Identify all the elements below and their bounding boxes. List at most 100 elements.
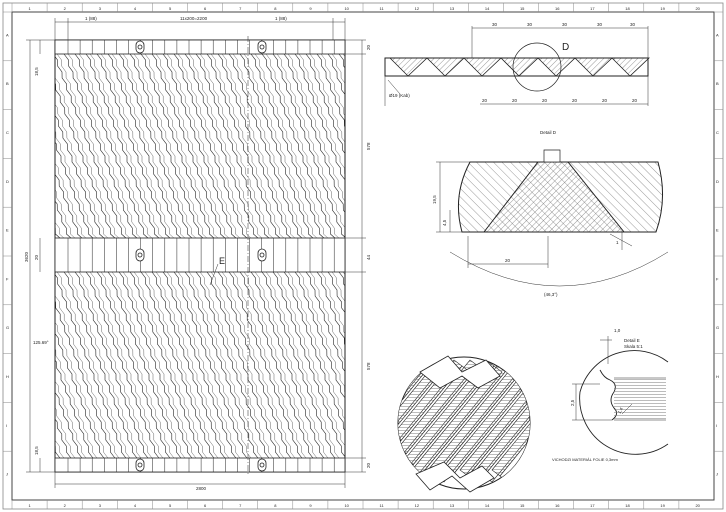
frame-label-top: 15 (520, 6, 525, 11)
frame-label-right: A (716, 32, 719, 37)
frame-label-top: 16 (555, 6, 560, 11)
plan-dim-left-mid: 20 (34, 254, 39, 260)
frame-label-top: 1 (29, 6, 32, 11)
plan-dim-left-total: 3620 (24, 251, 29, 262)
plan-wave-channels (55, 53, 345, 459)
detail-e-dim-top: 1,0 (614, 328, 621, 333)
frame-label-left: I (6, 423, 7, 428)
frame-label-top: 11 (380, 6, 385, 11)
detail-d-labels: Detail D 19,5 4,5 20 (46,3°) 1 (432, 130, 619, 297)
plan-holes (135, 40, 267, 472)
frame-label-right: F (716, 276, 719, 281)
plan-bottom-band (55, 457, 345, 472)
section-dim-top-5: 30 (630, 22, 636, 27)
section-diameter-label: Ø19 (Kab) (389, 93, 410, 98)
section-dim-top-3: 30 (562, 22, 568, 27)
frame-label-top: 18 (625, 6, 630, 11)
detail-d-title: Detail D (540, 130, 557, 135)
frame-label-right: H (716, 374, 719, 379)
frame-label-top: 9 (309, 6, 312, 11)
plan-dim-left-bottom: 18,5 (34, 446, 39, 455)
section-dim-bottom-2: 20 (512, 98, 518, 103)
section-dim-bottom-5: 20 (602, 98, 608, 103)
frame-label-left: E (6, 228, 9, 233)
frame-label-left: D (6, 179, 9, 184)
frame-label-top: 12 (415, 6, 420, 11)
section-labels: 30 30 30 30 30 20 20 20 20 20 20 Ø19 (Ka… (389, 22, 638, 103)
plan-dim-top-right: 1 (88) (275, 16, 287, 21)
frame-label-bottom: 7 (239, 503, 242, 508)
plan-dim-top-left: 1 (88) (85, 16, 97, 21)
detail-d-height: 19,5 (432, 195, 437, 204)
frame-label-bottom: 10 (344, 503, 349, 508)
frame-label-top: 17 (590, 6, 595, 11)
detail-d-circle (512, 42, 562, 92)
frame-label-top: 10 (344, 6, 349, 11)
frame-label-top: 20 (695, 6, 700, 11)
frame-label-bottom: 1 (29, 503, 32, 508)
frame-label-top: 3 (99, 6, 102, 11)
plan-dim-right-4: 578 (366, 362, 371, 370)
plan-dim-right-3: 44 (366, 254, 371, 260)
section-dim-bottom-6: 20 (632, 98, 638, 103)
detail-e-dim-side: 2,5 (570, 399, 575, 406)
frame-label-top: 19 (660, 6, 665, 11)
section-dim-top-2: 30 (527, 22, 533, 27)
frame-label-bottom: 11 (380, 503, 385, 508)
frame-label-left: C (6, 130, 9, 135)
frame-label-bottom: 17 (590, 503, 595, 508)
detail-e-title: Detail E (624, 338, 640, 343)
frame-label-bottom: 16 (555, 503, 560, 508)
plan-dim-right-1: 20 (366, 44, 371, 50)
frame-label-bottom: 3 (99, 503, 102, 508)
frame-label-top: 6 (204, 6, 207, 11)
detail-d-arc: (46,3°) (544, 292, 558, 297)
detail-e-labels: Detail E Skala 5:1 1,0 2,5 1,4 (570, 328, 643, 415)
plan-top-band (55, 40, 345, 55)
frame-label-bottom: 12 (415, 503, 420, 508)
frame-label-right: E (716, 228, 719, 233)
plan-dim-right-5: 20 (366, 462, 371, 468)
frame-label-top: 5 (169, 6, 172, 11)
plan-middle-band (55, 237, 345, 273)
frame-label-left: B (6, 81, 9, 86)
frame-label-top: 13 (450, 6, 455, 11)
detail-e-scale: Skala 5:1 (624, 344, 643, 349)
frame-label-bottom: 8 (274, 503, 277, 508)
section-callout-d: D (562, 42, 569, 53)
frame-label-bottom: 5 (169, 503, 172, 508)
frame-label-bottom: 18 (625, 503, 630, 508)
frame-label-left: A (6, 32, 9, 37)
section-dim-bottom-3: 20 (542, 98, 548, 103)
frame-label-bottom: 13 (450, 503, 455, 508)
frame-label-top: 2 (64, 6, 67, 11)
frame-label-left: F (6, 276, 9, 281)
iso-detail: VICHODZI MATERIÁL FOLIE 0,3mm (397, 355, 618, 493)
frame-label-bottom: 14 (485, 503, 490, 508)
section-dim-top-4: 30 (597, 22, 603, 27)
frame-label-top: 7 (239, 6, 242, 11)
plan-dim-top-mid: 11x200=2200 (180, 16, 208, 21)
frame-label-bottom: 20 (695, 503, 700, 508)
plan-dim-right-2: 578 (366, 142, 371, 150)
frame-label-left: J (6, 472, 8, 477)
frame-label-right: D (716, 179, 719, 184)
frame-label-bottom: 19 (660, 503, 665, 508)
frame-label-top: 8 (274, 6, 277, 11)
section-dim-top-1: 30 (492, 22, 498, 27)
frame-label-top: 4 (134, 6, 137, 11)
plan-dimension-labels: 1 (88) 11x200=2200 1 (88) 2800 3620 18,5… (24, 16, 371, 491)
section-dim-bottom-4: 20 (572, 98, 578, 103)
frame-label-right: B (716, 81, 719, 86)
section-zigzag (389, 57, 651, 77)
frame-label-right: C (716, 130, 719, 135)
frame-label-bottom: 9 (309, 503, 312, 508)
detail-d-small: 4,5 (442, 219, 447, 226)
detail-d-right: 1 (616, 240, 619, 245)
frame-ticks: 1122334455667788991010111112121313141415… (3, 3, 723, 509)
frame-label-right: J (716, 472, 718, 477)
frame-label-top: 14 (485, 6, 490, 11)
plan-callout-e: E (219, 256, 225, 266)
